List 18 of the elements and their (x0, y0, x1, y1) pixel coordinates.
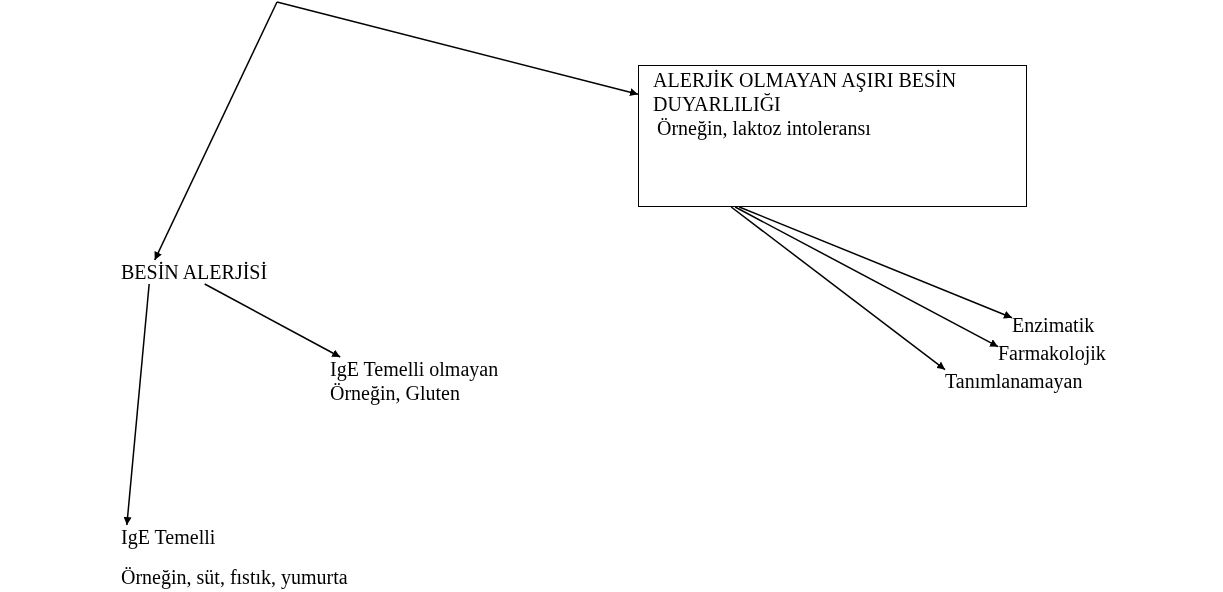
node-heading: BESİN ALERJİSİ (121, 260, 268, 284)
arrow (734, 206, 999, 348)
node-heading: Enzimatik (1012, 313, 1095, 337)
process-box (638, 65, 1027, 207)
arrow (276, 1, 639, 97)
node-note: Örneğin, süt, fıstık, yumurta (121, 565, 348, 589)
arrow (203, 283, 341, 358)
node-heading: ALERJİK OLMAYAN AŞIRI BESİN DUYARLILIĞI (653, 68, 958, 116)
node-heading: Tanımlanamayan (945, 369, 1083, 393)
node-heading: IgE Temelli olmayan (330, 357, 499, 381)
node-heading: IgE Temelli (121, 525, 217, 549)
arrow (738, 206, 1013, 319)
arrow (730, 206, 946, 371)
arrow (123, 283, 150, 526)
arrow (154, 1, 278, 261)
node-heading: Farmakolojik (998, 341, 1106, 365)
node-note: Örneğin, laktoz intoleransı (656, 116, 872, 140)
node-note: Örneğin, Gluten (330, 381, 461, 405)
